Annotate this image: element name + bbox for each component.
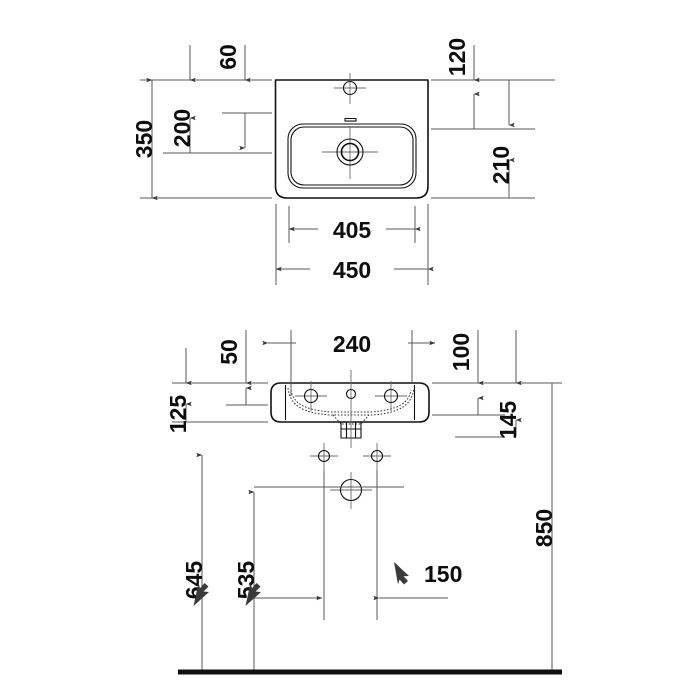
dim-60-label: 60 bbox=[215, 44, 241, 70]
dim-100: 100 bbox=[448, 330, 484, 415]
dim-240: 240 bbox=[262, 330, 436, 396]
dim-450-label: 450 bbox=[333, 257, 371, 283]
dim-210: 210 bbox=[488, 80, 515, 198]
dim-350-label: 350 bbox=[131, 120, 157, 158]
dim-60: 60 bbox=[215, 44, 251, 151]
front-basin-body bbox=[270, 382, 430, 423]
dim-150: 150 bbox=[253, 470, 462, 620]
tap-hole bbox=[334, 73, 366, 104]
dim-150-leader-arrow bbox=[394, 562, 409, 585]
dim-150-label: 150 bbox=[424, 561, 462, 587]
dim-200: 200 bbox=[169, 45, 196, 153]
dim-145-label: 145 bbox=[495, 401, 521, 440]
dim-50: 50 bbox=[216, 330, 252, 405]
front-right-fixing-hole bbox=[375, 381, 407, 411]
top-view-group: 350 200 60 120 bbox=[131, 38, 555, 285]
overflow-slot bbox=[344, 117, 357, 122]
dim-405: 405 bbox=[288, 217, 421, 243]
dim-210-label: 210 bbox=[488, 146, 514, 184]
dim-645-leader-arrow bbox=[193, 583, 209, 606]
dim-120-label: 120 bbox=[444, 38, 470, 76]
front-left-fixing-hole bbox=[295, 381, 327, 411]
dim-145: 145 bbox=[495, 330, 522, 440]
basin-outer-outline bbox=[274, 79, 429, 199]
basin-inner-bowl bbox=[287, 123, 417, 189]
dim-100-label: 100 bbox=[448, 333, 474, 371]
dim-535-leader-arrow bbox=[245, 583, 261, 606]
front-tap-hole bbox=[345, 388, 357, 400]
drain-outlet bbox=[322, 126, 378, 179]
dim-50-label: 50 bbox=[216, 339, 242, 365]
dim-850: 850 bbox=[531, 383, 558, 675]
dim-450: 450 bbox=[275, 257, 434, 283]
dim-350: 350 bbox=[131, 77, 158, 201]
front-view-group: 125 50 240 100 bbox=[165, 330, 562, 675]
dim-645: 645 bbox=[181, 452, 209, 675]
dim-535: 535 bbox=[233, 486, 404, 675]
dim-125: 125 bbox=[165, 348, 192, 434]
waste-pipe-connection bbox=[330, 472, 372, 509]
dim-120: 120 bbox=[444, 38, 480, 129]
wall-fixing-hole-right bbox=[363, 443, 391, 470]
dim-240-label: 240 bbox=[333, 331, 371, 357]
dim-405-label: 405 bbox=[333, 217, 372, 243]
dim-125-label: 125 bbox=[165, 395, 191, 434]
dim-850-label: 850 bbox=[531, 509, 557, 547]
basin-inner-bowl-edge bbox=[290, 126, 414, 186]
wall-fixing-hole-left bbox=[310, 443, 338, 470]
dim-200-label: 200 bbox=[169, 109, 195, 147]
